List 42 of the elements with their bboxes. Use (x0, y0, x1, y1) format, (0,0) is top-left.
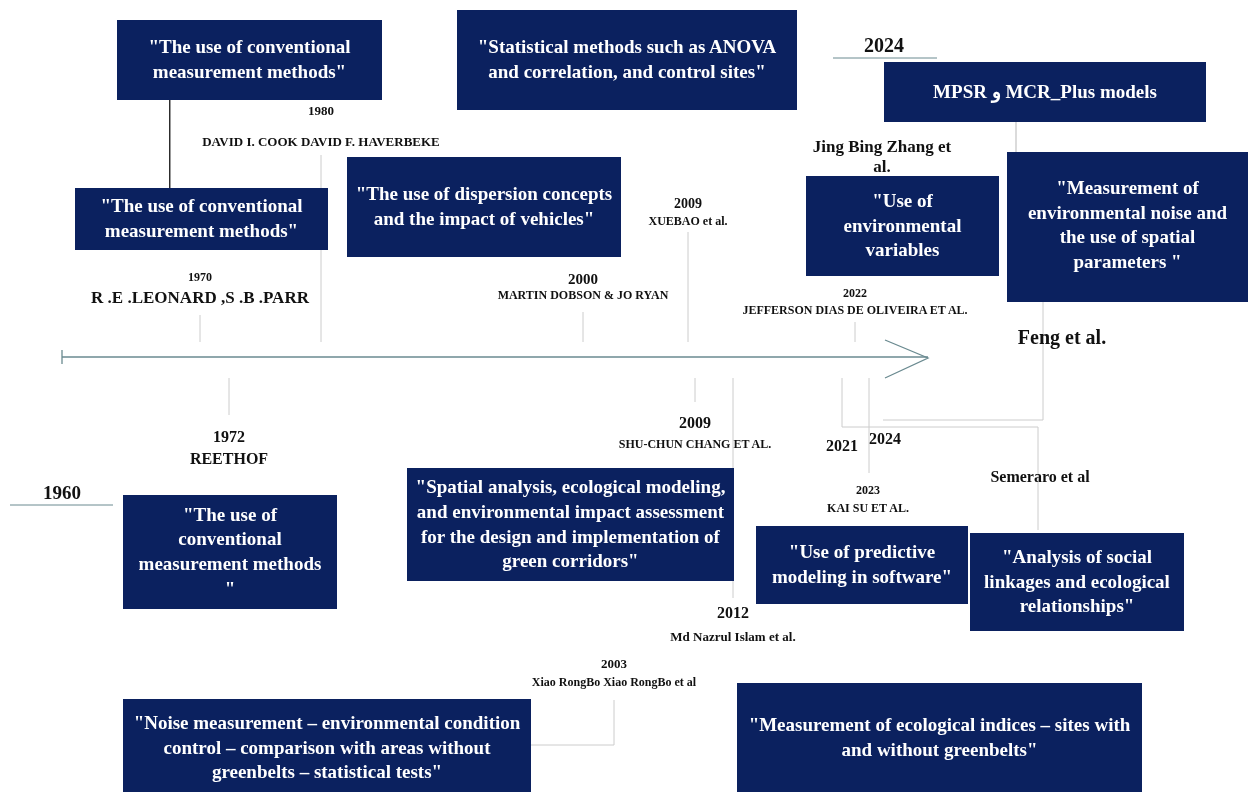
event-box: MPSR و MCR_Plus models (884, 62, 1206, 122)
timeline-caption: MARTIN DOBSON & JO RYAN (496, 288, 670, 303)
event-box: "Use of predictive modeling in software" (756, 526, 968, 604)
event-box: "Analysis of social linkages and ecological relationships" (970, 533, 1184, 631)
event-box: "Noise measurement – environmental condition control – comparison with areas without greenbelts – statistical tests" (123, 699, 531, 792)
timeline-caption: 2023 (855, 483, 881, 498)
timeline-caption: 2022 (842, 286, 868, 301)
timeline-caption: 1980 (307, 103, 335, 119)
timeline-caption: 2021 (825, 436, 859, 456)
event-box: "The use of dispersion concepts and the impact of vehicles" (347, 157, 621, 257)
timeline-caption: Semeraro et al (990, 467, 1090, 487)
timeline-caption: 2003 (600, 656, 628, 672)
timeline-caption: 1972 (212, 427, 246, 447)
connector-line (1015, 121, 1017, 153)
timeline-caption: 2024 (863, 33, 905, 57)
timeline-caption: SHU-CHUN CHANG ET AL. (617, 437, 773, 452)
timeline-caption: R .E .LEONARD ,S .B .PARR (90, 288, 310, 309)
event-box: "The use of conventional measurement methods" (75, 188, 328, 250)
timeline-caption: JEFFERSON DIAS DE OLIVEIRA ET AL. (741, 303, 969, 318)
event-box: "Use of environmental variables (806, 176, 999, 276)
event-box: "The use of conventional measurement methods " (123, 495, 337, 609)
event-box: "The use of conventional measurement methods" (117, 20, 382, 100)
connector-line (169, 99, 171, 189)
timeline-caption: Md Nazrul Islam et al. (669, 629, 797, 645)
timeline-caption: 1970 (187, 270, 213, 285)
event-box: "Measurement of ecological indices – sites with and without greenbelts" (737, 683, 1142, 792)
timeline-caption: 2000 (567, 270, 599, 288)
timeline-caption: 1960 (42, 482, 82, 505)
timeline-caption: REETHOF (188, 449, 270, 469)
timeline-caption: KAI SU ET AL. (826, 501, 910, 516)
timeline-caption: Xiao RongBo Xiao RongBo et al (530, 675, 698, 690)
timeline-caption: 2012 (716, 603, 750, 623)
timeline-caption: Jing Bing Zhang et al. (811, 137, 953, 178)
event-box: "Measurement of environmental noise and the use of spatial parameters " (1007, 152, 1248, 302)
timeline-caption: 2009 (673, 196, 703, 213)
timeline-caption: 2024 (868, 429, 902, 449)
timeline-caption: Feng et al. (1016, 325, 1108, 349)
event-box: "Statistical methods such as ANOVA and correlation, and control sites" (457, 10, 797, 110)
timeline-caption: 2009 (678, 413, 712, 433)
event-box: "Spatial analysis, ecological modeling, and environmental impact assessment for the design and implementation of green corridors" (407, 468, 734, 581)
timeline-caption: DAVID I. COOK DAVID F. HAVERBEKE (201, 134, 441, 150)
timeline-caption: XUEBAO et al. (647, 214, 729, 229)
